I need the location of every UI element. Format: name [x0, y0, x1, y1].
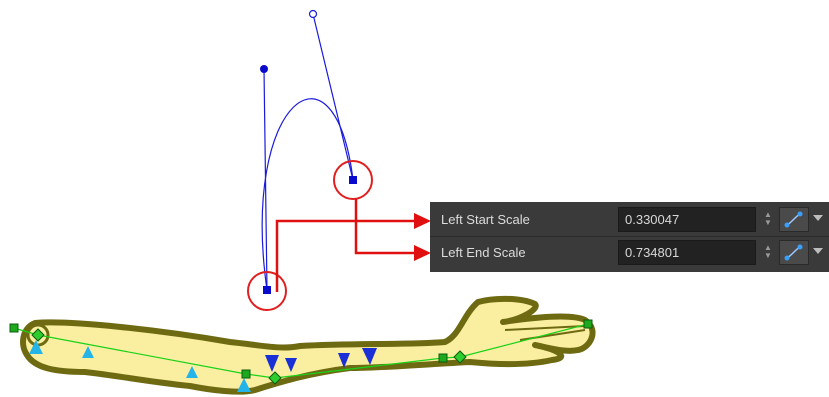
bezier-deformer	[260, 9, 357, 294]
function-curve-icon	[784, 244, 803, 261]
property-row-left-end-scale: Left End Scale 0.734801 ▲▼	[430, 238, 829, 268]
row-divider	[430, 236, 829, 237]
left-start-scale-field[interactable]: 0.330047	[618, 207, 756, 232]
deformer-node-wrist[interactable]	[438, 353, 448, 363]
function-curve-button[interactable]	[779, 207, 809, 232]
up-marker-3[interactable]	[186, 366, 198, 378]
function-curve-button[interactable]	[779, 240, 809, 265]
start-control-point[interactable]	[263, 286, 271, 294]
function-curve-icon	[784, 211, 803, 228]
dropdown-arrow-icon[interactable]	[813, 215, 823, 221]
up-marker-4[interactable]	[237, 378, 251, 392]
pivot-diamond-elbow[interactable]	[268, 371, 282, 385]
down-marker-2[interactable]	[285, 358, 297, 372]
spinner-icon[interactable]: ▲▼	[764, 210, 772, 227]
spinner-icon[interactable]: ▲▼	[764, 243, 772, 260]
left-end-scale-field[interactable]: 0.734801	[618, 240, 756, 265]
end-handle-line	[312, 13, 354, 181]
arm-shape	[20, 295, 596, 395]
property-row-left-start-scale: Left Start Scale 0.330047 ▲▼	[430, 205, 829, 235]
arm-finger-line-1	[504, 325, 586, 331]
end-handle-point[interactable]	[308, 9, 318, 19]
down-marker-4[interactable]	[362, 348, 377, 365]
start-handle-line	[263, 68, 268, 291]
start-handle-point[interactable]	[260, 65, 268, 73]
up-marker-1[interactable]	[29, 340, 43, 354]
down-marker-3[interactable]	[338, 353, 350, 368]
pivot-diamond-wrist[interactable]	[453, 350, 467, 364]
end-point-highlight-circle	[333, 160, 373, 200]
callout-arrow-start	[275, 213, 431, 292]
pivot-diamond-shoulder[interactable]	[31, 328, 45, 342]
deformer-node-elbow[interactable]	[241, 369, 251, 379]
callout-arrow-end	[354, 199, 431, 261]
left-start-scale-label: Left Start Scale	[441, 212, 530, 227]
deformer-node-end[interactable]	[583, 319, 593, 329]
left-end-scale-label: Left End Scale	[441, 245, 526, 260]
bezier-curve[interactable]	[261, 98, 354, 291]
end-control-point[interactable]	[349, 176, 357, 184]
envelope-markers-up	[29, 340, 251, 392]
up-marker-2[interactable]	[82, 346, 94, 358]
envelope-markers-down	[265, 348, 377, 372]
deformer-chain	[9, 319, 593, 385]
dropdown-arrow-icon[interactable]	[813, 248, 823, 254]
deformer-node-root[interactable]	[9, 323, 19, 333]
layer-properties-panel: Left Start Scale 0.330047 ▲▼ Left End Sc…	[430, 202, 829, 272]
start-point-highlight-circle	[247, 271, 287, 311]
down-marker-1[interactable]	[265, 355, 279, 372]
